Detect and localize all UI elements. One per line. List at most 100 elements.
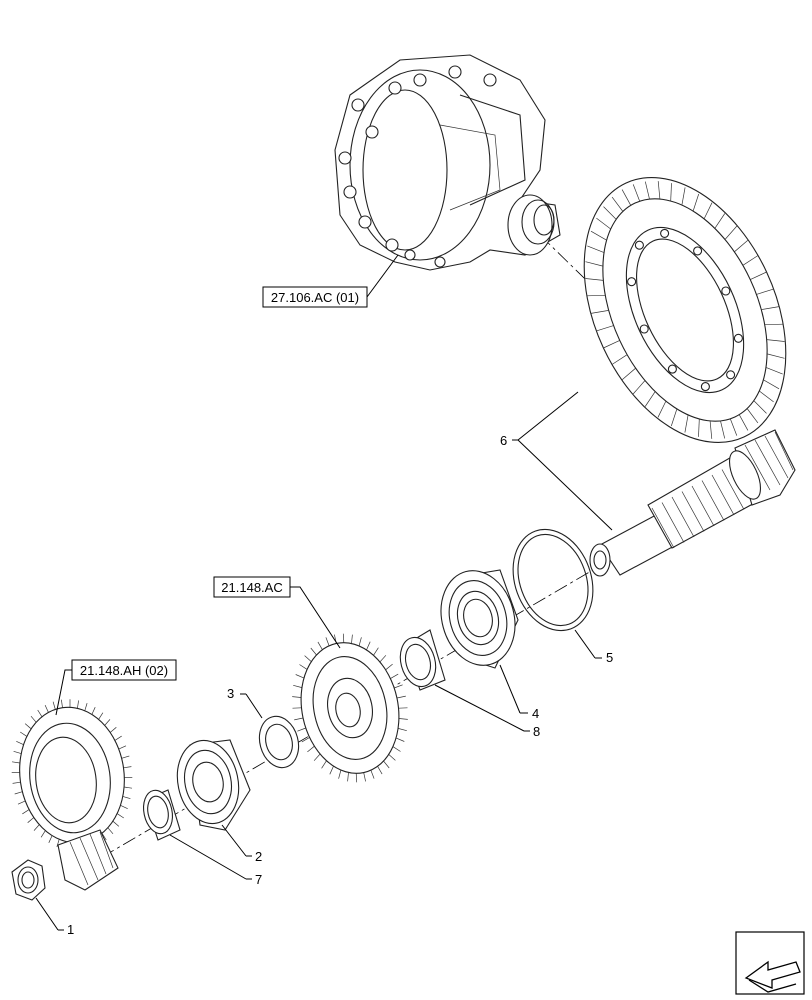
gear-tooth <box>632 380 646 395</box>
gear-tooth <box>366 641 371 651</box>
gear-tooth <box>122 796 131 800</box>
gear-tooth <box>632 184 641 202</box>
gear-tooth <box>392 746 401 752</box>
reference-gear-left[interactable]: 21.148.AH (02) <box>71 659 177 681</box>
bolt-hole <box>726 370 736 380</box>
gear-tooth <box>698 418 700 437</box>
gear-tooth <box>114 735 122 741</box>
gear-tooth <box>14 791 23 795</box>
gear-tooth <box>101 833 107 841</box>
leader-8 <box>434 684 525 732</box>
gear-tooth <box>104 719 111 726</box>
gear-tooth <box>370 770 375 779</box>
gear-tooth <box>734 239 749 253</box>
pinion-shaft[interactable] <box>589 429 796 577</box>
callout-4: 4 <box>532 706 539 721</box>
gear-tooth <box>321 760 327 769</box>
gear-tooth <box>24 723 32 730</box>
thrust-washer[interactable] <box>254 712 304 772</box>
gear-tooth <box>11 761 20 764</box>
gear-tooth <box>20 731 28 737</box>
callout-2: 2 <box>255 849 262 864</box>
gear-tooth <box>759 390 774 403</box>
gear-tooth <box>596 325 614 332</box>
leader-differential <box>366 254 399 298</box>
drive-gear[interactable] <box>289 633 410 783</box>
gear-tooth <box>22 809 30 815</box>
spacer-sleeve[interactable] <box>395 629 446 691</box>
gear-tooth <box>670 408 678 427</box>
gear-tooth <box>304 655 312 662</box>
gear-tooth <box>657 181 661 200</box>
svg-text:21.148.AH (02): 21.148.AH (02) <box>80 663 168 678</box>
gear-tooth <box>310 647 317 656</box>
gear-tooth <box>766 339 785 342</box>
leader-4 <box>499 664 521 714</box>
leader-5 <box>574 629 596 659</box>
leader-1 <box>35 897 59 931</box>
gear-tooth <box>84 702 88 711</box>
gear-tooth <box>112 820 120 827</box>
gear-tooth <box>585 278 604 281</box>
gear-tooth <box>12 781 21 784</box>
gear-tooth <box>27 817 35 823</box>
bolt-hole <box>733 333 743 343</box>
callout-3: 3 <box>227 686 234 701</box>
gear-tooth <box>329 765 334 775</box>
gear-tooth <box>596 217 611 230</box>
callout-1: 1 <box>67 922 74 937</box>
gear-tooth <box>292 696 302 698</box>
leader-2 <box>221 824 247 857</box>
gear-tooth <box>293 684 302 688</box>
gear-tooth <box>767 353 785 359</box>
gear-tooth <box>44 704 49 713</box>
reference-gear-mid[interactable]: 21.148.AC <box>213 576 291 598</box>
gear-tooth <box>756 288 774 295</box>
gear-tooth <box>729 418 738 436</box>
gear-tooth <box>390 673 399 679</box>
gear-tooth <box>373 647 379 656</box>
gear-tooth <box>48 835 53 843</box>
snap-ring[interactable] <box>500 518 607 642</box>
gear-tooth <box>644 391 656 407</box>
leader-3 <box>245 693 263 719</box>
gear-tooth <box>611 196 624 212</box>
gear-tooth <box>621 189 632 206</box>
gear-tooth <box>301 737 310 743</box>
bolt-hole <box>700 382 710 392</box>
bushing-sleeve[interactable] <box>140 788 181 841</box>
gear-tooth <box>338 770 342 779</box>
differential-housing[interactable] <box>334 54 561 271</box>
gear-tooth <box>750 271 767 280</box>
gear-tooth <box>761 306 780 310</box>
gear-tooth <box>299 664 308 670</box>
gear-tooth <box>379 655 387 663</box>
ball-bearing[interactable] <box>431 562 525 673</box>
gear-tooth <box>118 745 127 750</box>
gear-tooth <box>317 641 323 650</box>
gear-tooth <box>681 187 686 206</box>
ring-gear-teeth <box>585 181 785 439</box>
ring-gear[interactable] <box>544 145 812 475</box>
gear-tooth <box>342 633 345 643</box>
roller-bearing[interactable] <box>170 735 251 831</box>
gear-tooth <box>590 230 607 241</box>
gear-tooth <box>765 367 783 375</box>
gear-tooth <box>121 755 130 759</box>
leader-6a <box>517 391 579 441</box>
gear-tooth <box>294 717 304 721</box>
gear-tooth <box>355 773 358 783</box>
gear-tooth <box>763 379 780 390</box>
cluster-gear[interactable] <box>11 699 133 891</box>
gear-tooth <box>61 699 63 708</box>
gear-tooth <box>377 766 383 775</box>
reference-differential[interactable]: 27.106.AC (01) <box>262 286 368 308</box>
arrow-back-icon[interactable] <box>735 931 805 995</box>
gear-tooth <box>16 740 24 746</box>
hex-nut[interactable] <box>11 859 46 901</box>
gear-tooth <box>670 183 672 202</box>
gear-tooth <box>585 261 603 267</box>
gear-tooth <box>742 255 759 266</box>
bolt-hole <box>639 324 649 334</box>
